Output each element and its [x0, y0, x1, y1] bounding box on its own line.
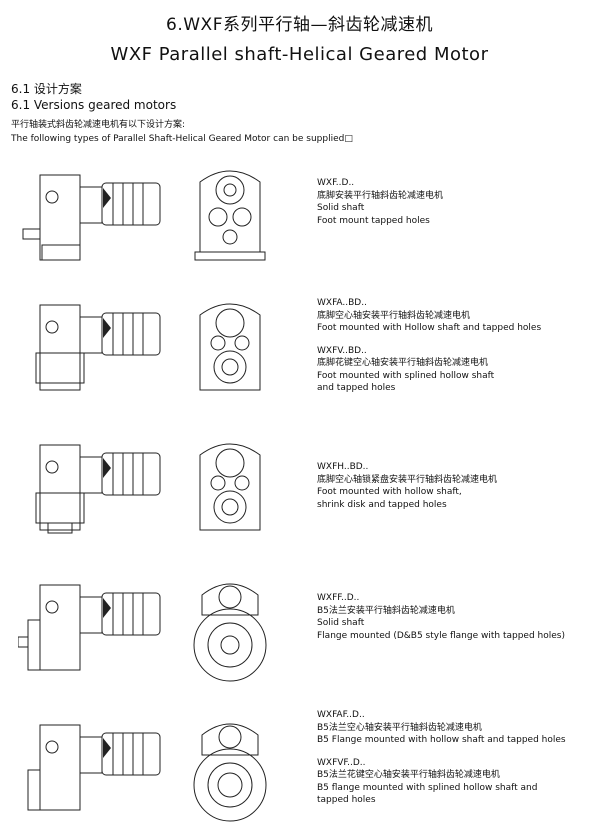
- version-desc-line: tapped holes: [317, 795, 376, 805]
- version-desc-line: Foot mounted with hollow shaft,: [317, 487, 462, 497]
- version-code: WXFVF..D..: [317, 757, 366, 768]
- front-view-drawing: [190, 715, 270, 830]
- intro-text-cn: 平行轴装式斜齿轮减速电机有以下设计方案:: [11, 120, 186, 130]
- side-view-drawing: [18, 575, 168, 680]
- version-description: WXFF..D.. B5法兰安装平行轴斜齿轮减速电机 Solid shaft F…: [317, 592, 565, 642]
- version-desc-line: Flange mounted (D&B5 style flange with t…: [317, 630, 565, 641]
- version-desc-line: Foot mount tapped holes: [317, 215, 430, 226]
- version-name-cn: 底脚空心轴安装平行轴斜齿轮减速电机: [317, 310, 471, 321]
- page-title-en: WXF Parallel shaft-Helical Geared Motor: [110, 44, 489, 65]
- front-view-drawing: [190, 162, 270, 277]
- version-desc-line: Solid shaft: [317, 618, 365, 628]
- version-desc-line: and tapped holes: [317, 383, 396, 393]
- version-name-cn: B5法兰空心轴安装平行轴斜齿轮减速电机: [317, 722, 482, 733]
- version-code: WXFV..BD..: [317, 345, 367, 356]
- version-desc-line: Solid shaft: [317, 203, 365, 213]
- side-view-drawing: [18, 715, 168, 820]
- page-title-cn: 6.WXF系列平行轴—斜齿轮减速机: [166, 15, 433, 35]
- version-description: WXFAF..D.. B5法兰空心轴安装平行轴斜齿轮减速电机 B5 Flange…: [317, 709, 566, 807]
- version-desc-line: B5 flange mounted with splined hollow sh…: [317, 782, 538, 793]
- version-desc-line: B5 Flange mounted with hollow shaft and …: [317, 735, 566, 745]
- version-desc-line: shrink disk and tapped holes: [317, 499, 447, 510]
- version-code: WXFA..BD..: [317, 298, 367, 308]
- intro-text-en: The following types of Parallel Shaft-He…: [11, 134, 353, 144]
- version-name-cn: 底脚空心轴锁紧盘安装平行轴斜齿轮减速电机: [317, 474, 498, 485]
- side-view-drawing: [18, 295, 168, 400]
- version-description: WXFA..BD.. 底脚空心轴安装平行轴斜齿轮减速电机 Foot mounte…: [317, 297, 541, 395]
- version-code: WXFF..D..: [317, 593, 360, 603]
- side-view-drawing: [18, 435, 168, 540]
- front-view-drawing: [190, 435, 270, 550]
- version-desc-line: Foot mounted with Hollow shaft and tappe…: [317, 323, 542, 333]
- front-view-drawing: [190, 295, 270, 410]
- version-description: WXF..D.. 底脚安装平行轴斜齿轮减速电机 Solid shaft Foot…: [317, 177, 443, 227]
- version-code: WXFAF..D..: [317, 710, 365, 720]
- version-desc-line: Foot mounted with splined hollow shaft: [317, 370, 495, 381]
- version-description: WXFH..BD.. 底脚空心轴锁紧盘安装平行轴斜齿轮减速电机 Foot mou…: [317, 461, 497, 511]
- version-code: WXFH..BD..: [317, 462, 369, 472]
- version-name-cn: 底脚安装平行轴斜齿轮减速电机: [317, 190, 444, 201]
- section-heading-en: 6.1 Versions geared motors: [11, 98, 177, 112]
- front-view-drawing: [190, 575, 270, 690]
- version-name-cn: B5法兰安装平行轴斜齿轮减速电机: [317, 605, 455, 616]
- version-name-cn: B5法兰花键空心轴安装平行轴斜齿轮减速电机: [317, 770, 500, 780]
- version-name-cn: 底脚花键空心轴安装平行轴斜齿轮减速电机: [317, 358, 489, 368]
- version-code: WXF..D..: [317, 178, 355, 188]
- section-heading-cn: 6.1 设计方案: [11, 82, 82, 96]
- side-view-drawing: [18, 165, 168, 270]
